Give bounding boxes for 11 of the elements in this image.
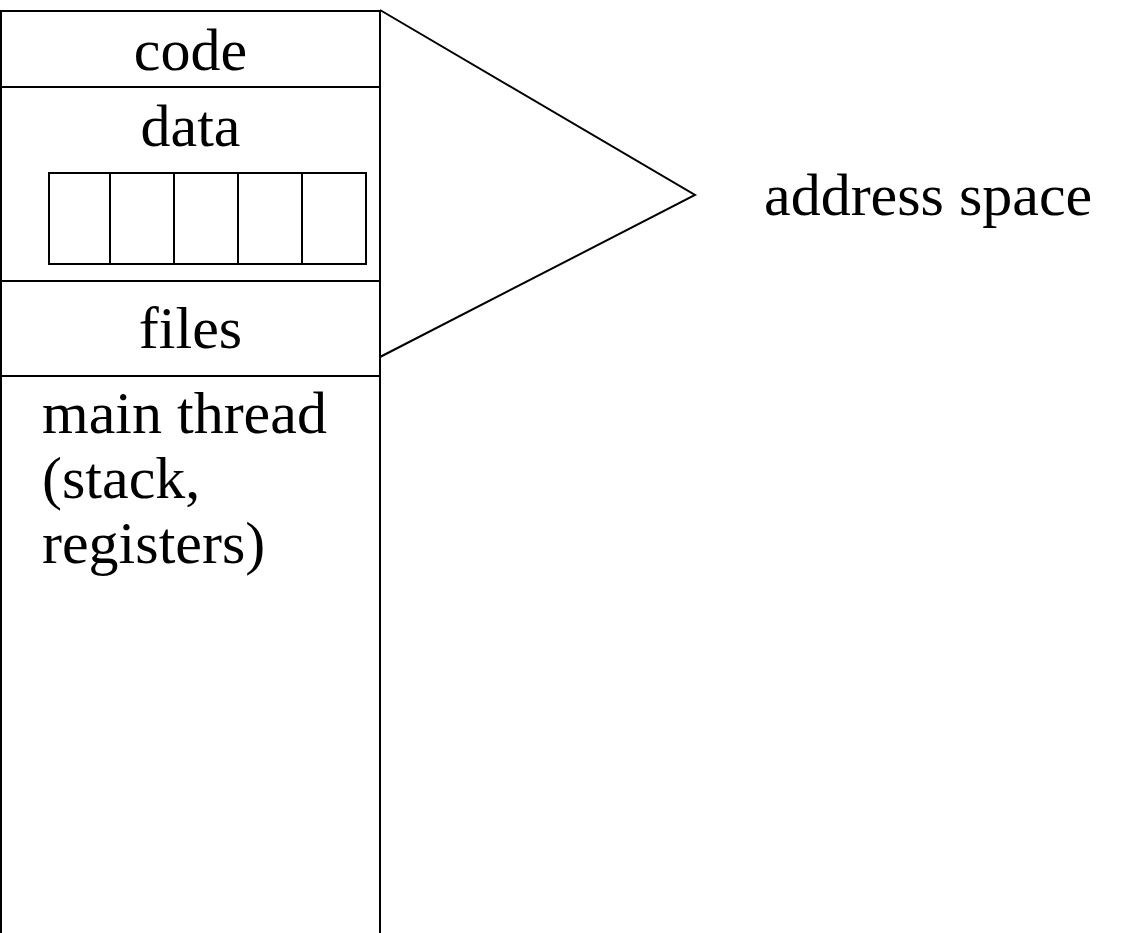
array-cell [173, 172, 239, 265]
array-cell [109, 172, 175, 265]
bracket-label: address space [764, 161, 1093, 230]
section-label: files [138, 294, 243, 363]
array-cell [237, 172, 303, 265]
array-cell [301, 172, 367, 265]
section-label: main thread (stack, registers) [42, 381, 328, 576]
memory-column [0, 10, 381, 933]
section-label: data [140, 92, 241, 161]
array-cell [48, 172, 111, 265]
section-label: code [133, 16, 248, 85]
